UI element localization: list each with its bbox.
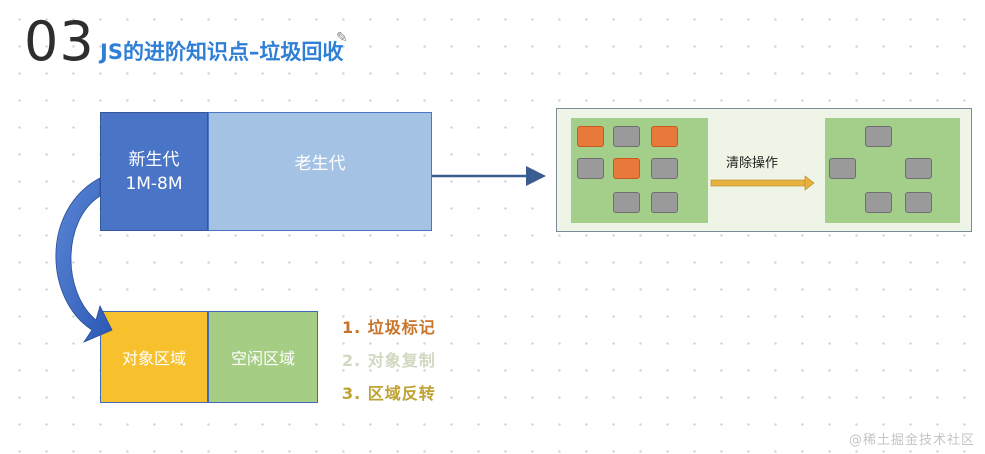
section-number: 03 xyxy=(24,10,95,73)
old-generation-label: 老生代 xyxy=(294,154,346,174)
watermark: @稀土掘金技术社区 xyxy=(848,433,975,448)
live-object xyxy=(829,158,856,179)
live-object xyxy=(613,126,640,147)
after-cleanup-grid xyxy=(825,118,960,223)
step-mark-garbage: 1. 垃圾标记 xyxy=(342,318,436,337)
slide-title: JS的进阶知识点–垃圾回收 xyxy=(100,40,344,64)
garbage-object xyxy=(613,158,640,179)
new-generation-size: 1M-8M xyxy=(125,173,183,194)
garbage-object xyxy=(651,126,678,147)
new-generation-block: 新生代 1M-8M xyxy=(100,112,208,231)
live-object xyxy=(905,158,932,179)
live-object xyxy=(613,192,640,213)
cleanup-label: 清除操作 xyxy=(726,156,779,171)
step-copy-objects: 2. 对象复制 xyxy=(342,351,436,370)
pen-cursor-icon: ✎ xyxy=(336,30,348,46)
free-area-label: 空闲区域 xyxy=(230,349,295,368)
garbage-object xyxy=(577,126,604,147)
live-object xyxy=(651,158,678,179)
free-area-block: 空闲区域 xyxy=(208,311,318,403)
curved-arrow-icon xyxy=(55,177,113,343)
live-object xyxy=(905,192,932,213)
live-object xyxy=(651,192,678,213)
old-generation-block: 老生代 xyxy=(208,112,432,231)
new-generation-label: 新生代 xyxy=(128,149,180,170)
object-area-label: 对象区域 xyxy=(121,349,186,368)
object-area-block: 对象区域 xyxy=(100,311,208,403)
before-cleanup-grid xyxy=(571,118,708,223)
live-object xyxy=(865,192,892,213)
cleanup-arrow-icon xyxy=(710,175,815,191)
live-object xyxy=(577,158,604,179)
live-object xyxy=(865,126,892,147)
step-swap-regions: 3. 区域反转 xyxy=(342,384,436,403)
